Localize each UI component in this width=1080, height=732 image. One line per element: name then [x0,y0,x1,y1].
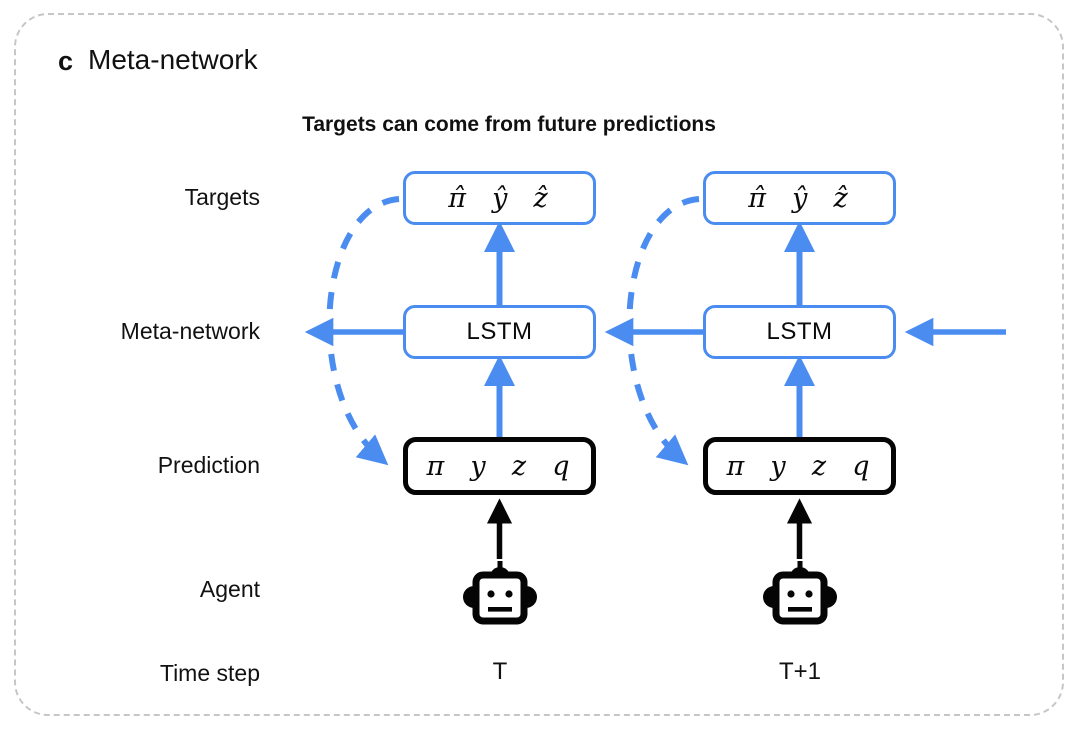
prediction-box-symbols-t1: π y z q [726,450,873,482]
targets-box-t[interactable]: π̂ ŷ ẑ [403,171,596,225]
row-label-meta-network: Meta-network [120,318,260,344]
lstm-box-label-t: LSTM [466,318,533,345]
panel-dashed-border [14,13,1064,716]
targets-box-symbols-t1: π̂ ŷ ẑ [748,182,851,214]
row-label-time-step: Time step [159,660,260,686]
lstm-box-t[interactable]: LSTM [403,305,596,359]
prediction-box-t1[interactable]: π y z q [703,437,896,495]
time-step-value-t: T [492,658,508,685]
figure-headline-text: Targets can come from future predictions [302,113,716,136]
time-step-value-t1: T+1 [778,658,822,685]
robot-icon [462,561,538,625]
prediction-box-symbols-t: π y z q [426,450,573,482]
row-label-targets: Targets [184,184,260,210]
panel-title: Meta-network [88,44,258,75]
lstm-box-label-t1: LSTM [766,318,833,345]
prediction-box-t[interactable]: π y z q [403,437,596,495]
figure-headline: Targets can come from future predictions [0,113,1080,137]
row-label-agent: Agent [199,576,260,602]
row-label-prediction: Prediction [157,452,260,478]
targets-box-symbols-t: π̂ ŷ ẑ [448,182,551,214]
targets-box-t1[interactable]: π̂ ŷ ẑ [703,171,896,225]
lstm-box-t1[interactable]: LSTM [703,305,896,359]
panel-letter: c [58,46,74,76]
robot-icon [762,561,838,625]
